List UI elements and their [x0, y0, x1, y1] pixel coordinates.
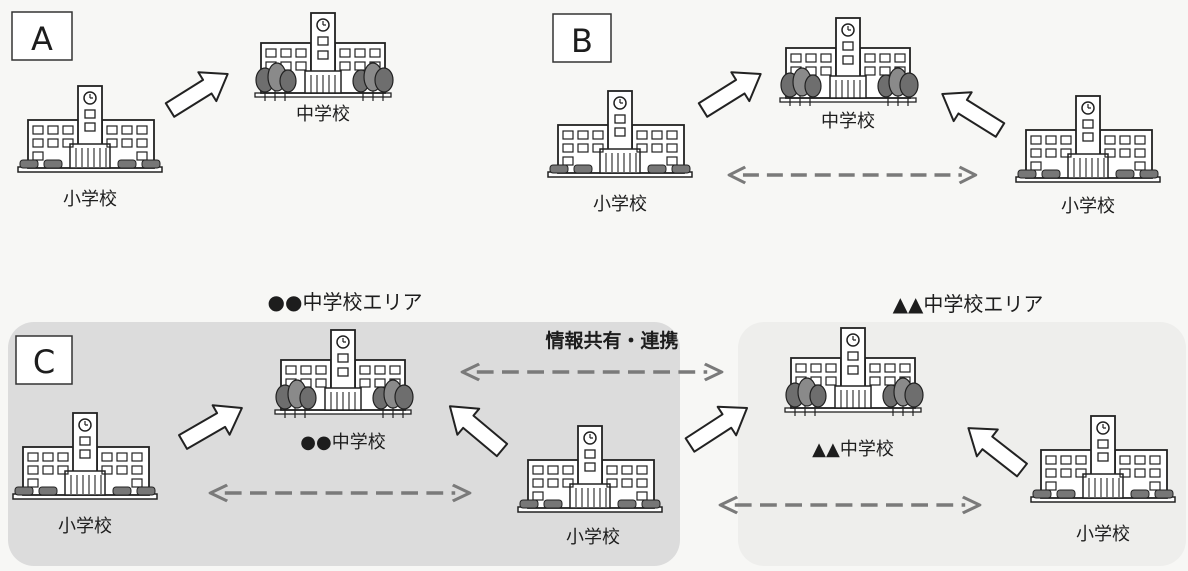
- elementary-school-right-label: 小学校: [1061, 196, 1115, 217]
- panel-c-letter-box: [15, 335, 73, 385]
- panel-a-letter-box: [11, 11, 73, 61]
- junior-high-school-icon: [254, 12, 394, 102]
- area-1-title: ●●中学校エリア: [268, 290, 423, 314]
- arrow-right-to-junior: [932, 78, 1011, 146]
- junior-high-school-label: 中学校: [296, 104, 350, 125]
- panel-b-letter-box: [552, 13, 612, 63]
- elementary-school-2-label: 小学校: [566, 527, 620, 548]
- elementary-school-icon: [17, 85, 163, 173]
- dashed-arrow-between-elementary: [727, 165, 978, 185]
- panel-a-letter: A: [31, 20, 53, 58]
- panel-a: A 小学校 中学校: [11, 11, 394, 210]
- elementary-school-1-label: 小学校: [58, 516, 112, 537]
- junior-high-school-icon: [779, 17, 919, 107]
- junior-high-school-label: 中学校: [821, 111, 875, 132]
- area-2-title: ▲▲中学校エリア: [893, 292, 1044, 316]
- panel-b-letter: B: [571, 22, 593, 60]
- arrow-elementary-to-junior: [159, 58, 238, 126]
- area-1-background: [8, 322, 680, 566]
- junior-high-school-1-label: ●●中学校: [300, 432, 385, 453]
- arrow-left-to-junior: [692, 58, 771, 126]
- cooperation-label: 情報共有・連携: [545, 329, 678, 352]
- elementary-school-right-icon: [1015, 95, 1161, 183]
- panel-c-letter: C: [33, 343, 55, 381]
- elementary-school-label: 小学校: [63, 189, 117, 210]
- panel-b: B 小学校 中学校 小学校: [547, 13, 1161, 217]
- elementary-school-3-label: 小学校: [1076, 524, 1130, 545]
- panel-c: C ●●中学校エリア ▲▲中学校エリア 情報共有・連携 小学校 ●●中学校 小学…: [8, 290, 1186, 566]
- junior-high-school-2-label: ▲▲中学校: [812, 439, 894, 460]
- elementary-school-left-label: 小学校: [593, 194, 647, 215]
- elementary-school-left-icon: [547, 90, 693, 178]
